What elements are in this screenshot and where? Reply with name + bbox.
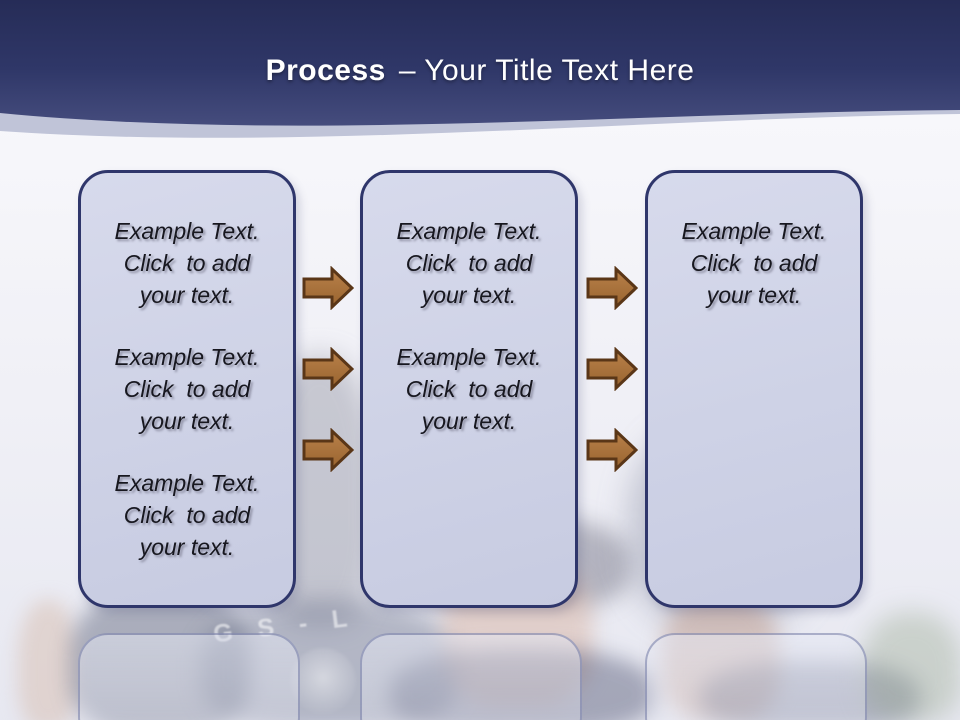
background-photo-mascot xyxy=(290,648,356,714)
process-step-box-3[interactable]: Example Text. Click to add your text. xyxy=(645,170,863,608)
placeholder-line: your text. xyxy=(421,282,517,308)
placeholder-line: your text. xyxy=(139,534,235,560)
background-photo-figure xyxy=(862,612,960,720)
placeholder-line: your text. xyxy=(139,282,235,308)
slide-title-subtitle: – Your Title Text Here xyxy=(398,54,695,87)
placeholder-line: Click to add xyxy=(690,250,818,276)
right-block-arrow-icon[interactable] xyxy=(302,347,354,391)
placeholder-line: Example Text. xyxy=(396,218,542,244)
background-photo-figure xyxy=(18,600,78,720)
placeholder-text-block[interactable]: Example Text. Click to add your text. xyxy=(371,215,567,311)
process-step-box-2[interactable]: Example Text. Click to add your text. Ex… xyxy=(360,170,578,608)
placeholder-text-block[interactable]: Example Text. Click to add your text. xyxy=(371,341,567,437)
right-block-arrow-icon[interactable] xyxy=(586,428,638,472)
placeholder-line: Click to add xyxy=(123,502,251,528)
header-wave-main xyxy=(0,0,960,126)
right-block-arrow-icon[interactable] xyxy=(302,266,354,310)
placeholder-line: Example Text. xyxy=(114,470,260,496)
placeholder-line: Example Text. xyxy=(114,344,260,370)
right-block-arrow-icon[interactable] xyxy=(586,347,638,391)
placeholder-text-block[interactable]: Example Text. Click to add your text. xyxy=(89,467,285,563)
placeholder-line: Click to add xyxy=(405,376,533,402)
placeholder-line: your text. xyxy=(139,408,235,434)
slide-title[interactable]: Process – Your Title Text Here xyxy=(0,54,960,88)
placeholder-text-block[interactable]: Example Text. Click to add your text. xyxy=(89,215,285,311)
right-block-arrow-icon[interactable] xyxy=(586,266,638,310)
right-block-arrow-icon[interactable] xyxy=(302,428,354,472)
placeholder-text-block[interactable]: Example Text. Click to add your text. xyxy=(89,341,285,437)
placeholder-line: Click to add xyxy=(123,250,251,276)
placeholder-text-block[interactable]: Example Text. Click to add your text. xyxy=(656,215,852,311)
placeholder-line: Example Text. xyxy=(681,218,827,244)
placeholder-line: Example Text. xyxy=(114,218,260,244)
box-reflection-1 xyxy=(78,633,300,720)
placeholder-line: Click to add xyxy=(123,376,251,402)
slide-title-keyword: Process xyxy=(265,54,386,87)
placeholder-line: your text. xyxy=(421,408,517,434)
process-step-box-1[interactable]: Example Text. Click to add your text. Ex… xyxy=(78,170,296,608)
placeholder-line: Click to add xyxy=(405,250,533,276)
box-reflection-2 xyxy=(360,633,582,720)
placeholder-line: Example Text. xyxy=(396,344,542,370)
header-wave xyxy=(0,0,960,138)
box-reflection-3 xyxy=(645,633,867,720)
placeholder-line: your text. xyxy=(706,282,802,308)
